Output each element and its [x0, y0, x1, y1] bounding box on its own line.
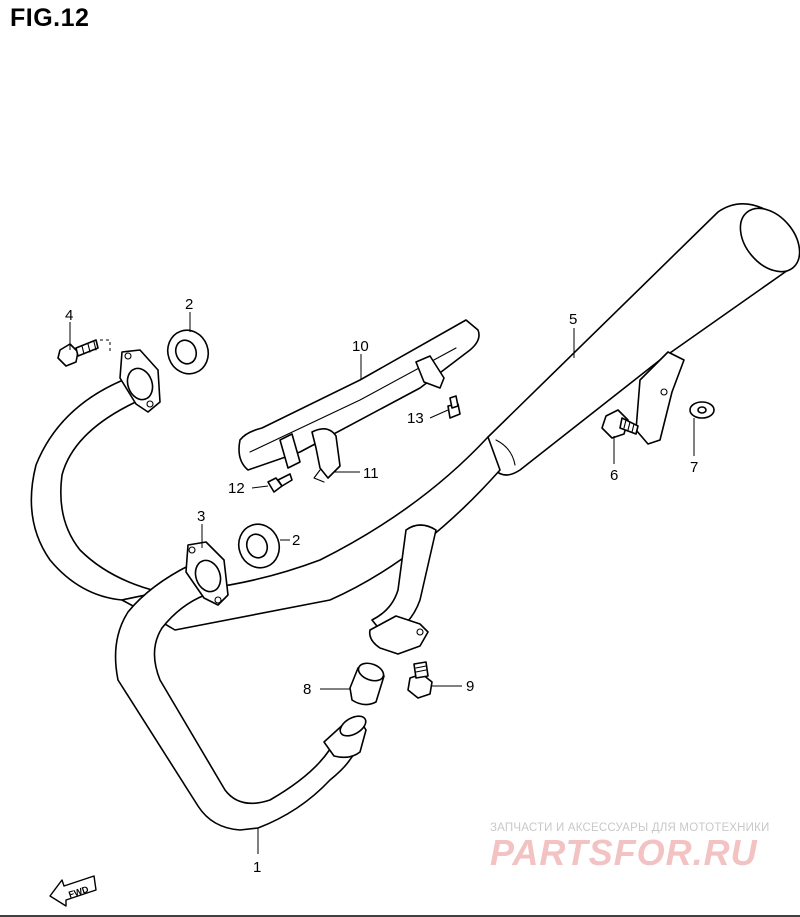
heat-shield-part-10[interactable]	[238, 319, 480, 471]
callout-11: 11	[363, 465, 379, 482]
gasket-upper-part-2[interactable]	[162, 324, 215, 379]
bolt-part-4[interactable]	[57, 339, 111, 367]
screw-part-13[interactable]	[447, 395, 461, 419]
callout-numbers: 4 2 3 2 5 10 13 11 12 6 7 8 9 1	[65, 296, 698, 876]
callout-9: 9	[466, 678, 474, 695]
callout-4: 4	[65, 307, 73, 324]
clamp-part-11[interactable]	[311, 428, 341, 483]
callout-1: 1	[253, 859, 261, 876]
flange-lower-part-3[interactable]	[185, 541, 229, 606]
flange-upper-part-3[interactable]	[119, 349, 161, 413]
callout-3: 3	[197, 508, 205, 525]
callout-8: 8	[303, 681, 311, 698]
forward-arrow-icon	[49, 875, 97, 907]
watermark-logo: PARTSFOR.RU	[490, 832, 758, 873]
muffler-part-5[interactable]	[487, 197, 800, 476]
callout-10: 10	[352, 338, 369, 355]
connector-part-8[interactable]	[349, 660, 386, 706]
watermark-caption: ЗАПЧАСТИ И АКСЕССУАРЫ ДЛЯ МОТОТЕХНИКИ	[490, 822, 770, 834]
washer-part-7[interactable]	[689, 401, 715, 419]
forward-direction-badge: FWD	[49, 875, 97, 907]
callout-7: 7	[690, 459, 698, 476]
callout-2-lower: 2	[292, 532, 300, 549]
callout-13: 13	[407, 410, 424, 427]
callout-6: 6	[610, 467, 618, 484]
leader-lines	[69, 312, 695, 854]
figure-title: FIG.12	[10, 4, 90, 32]
callout-2-upper: 2	[185, 296, 193, 313]
callout-12: 12	[228, 480, 245, 497]
bolt-part-6[interactable]	[601, 409, 639, 439]
callout-5: 5	[569, 311, 577, 328]
gasket-lower-part-2[interactable]	[233, 518, 286, 573]
bolt-part-9[interactable]	[407, 661, 433, 699]
screw-part-12[interactable]	[267, 473, 293, 493]
exhaust-pipe-part-1[interactable]	[30, 377, 501, 831]
